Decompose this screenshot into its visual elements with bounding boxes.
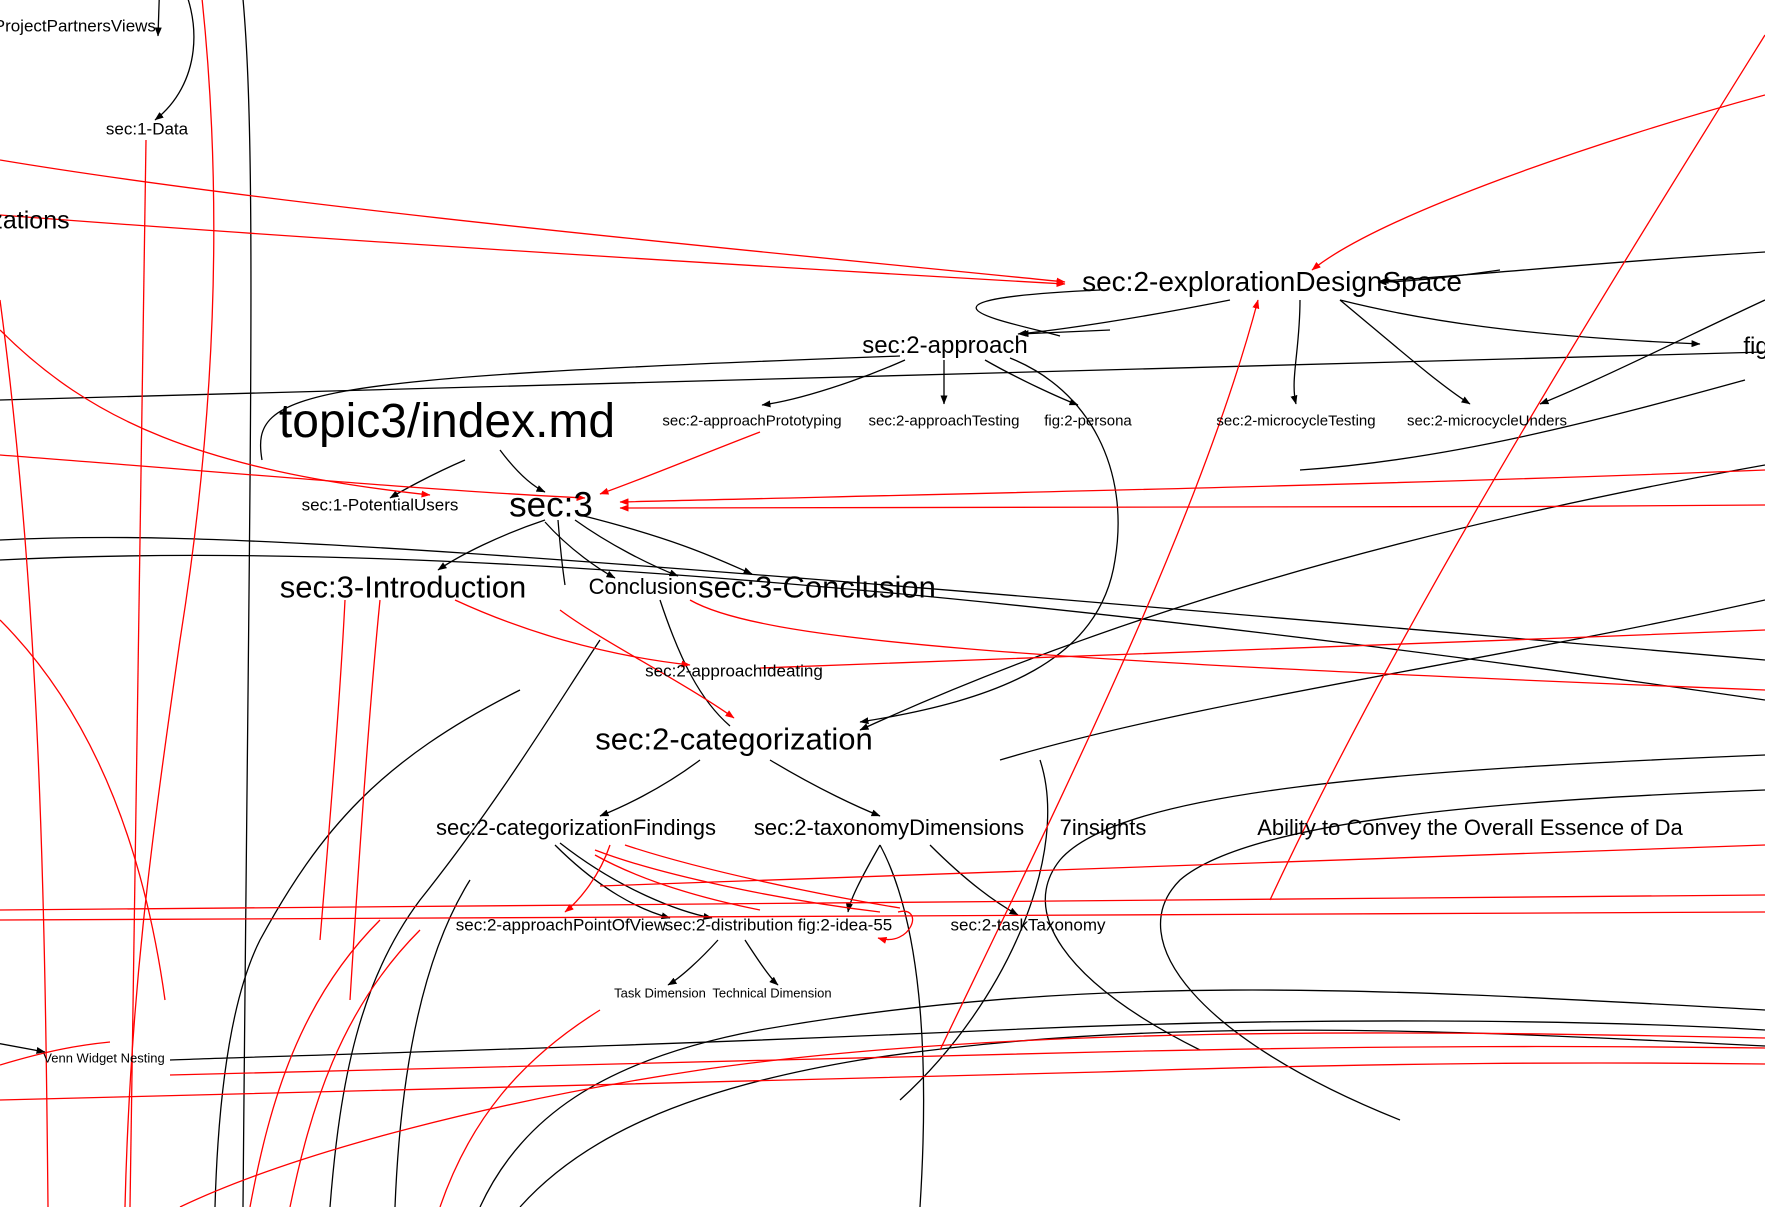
graph-node-projectPartnersViews[interactable]: -ProjectPartnersViews	[0, 16, 156, 36]
graph-node-taskTaxonomy[interactable]: sec:2-taskTaxonomy	[950, 915, 1106, 935]
graph-node-topic3-index-md[interactable]: topic3/index.md	[278, 395, 616, 448]
graph-node-microcycleUnderstanding[interactable]: sec:2-microcycleUnders	[1406, 412, 1568, 430]
graph-node-technicalDimension[interactable]: Technical Dimension	[712, 985, 832, 1001]
graph-node-taskDimension[interactable]: Task Dimension	[614, 985, 706, 1001]
graph-node-approachTesting[interactable]: sec:2-approachTesting	[868, 412, 1020, 430]
graph-node-explorationDesignSpace[interactable]: sec:2-explorationDesignSpace	[1082, 266, 1462, 297]
graph-node-microcycleTesting[interactable]: sec:2-microcycleTesting	[1216, 412, 1376, 430]
graph-node-conclusion[interactable]: Conclusion	[588, 574, 698, 599]
graph-node-categorization[interactable]: sec:2-categorization	[595, 721, 873, 757]
graph-node-sec1PotentialUsers[interactable]: sec:1-PotentialUsers	[301, 495, 459, 515]
graph-node-fig-right-clipped[interactable]: fig	[1743, 333, 1765, 360]
graph-node-sec3[interactable]: sec:3	[509, 485, 593, 525]
graph-node-abilityToConvey[interactable]: Ability to Convey the Overall Essence of…	[1257, 815, 1683, 840]
graph-node-approachPointOfView[interactable]: sec:2-approachPointOfView	[455, 915, 667, 935]
graph-node-taxonomyDimensions[interactable]: sec:2-taxonomyDimensions	[753, 815, 1025, 840]
graph-node-approachIdeating[interactable]: sec:2-approachIdeating	[645, 661, 823, 681]
graph-node-distribution[interactable]: sec:2-distribution	[664, 915, 794, 935]
graph-node-categorizationFindings[interactable]: sec:2-categorizationFindings	[435, 815, 717, 840]
graph-node-sec3Introduction[interactable]: sec:3-Introduction	[279, 569, 527, 605]
graph-node-fig2persona[interactable]: fig:2-persona	[1044, 412, 1132, 430]
graph-node-sec3Conclusion[interactable]: sec:3-Conclusion	[698, 569, 936, 605]
graph-node-vennWidgetNesting[interactable]: Venn Widget Nesting	[43, 1050, 165, 1066]
graph-node-7insights[interactable]: 7insights	[1059, 815, 1147, 840]
graph-node-approachPrototyping[interactable]: sec:2-approachPrototyping	[662, 412, 842, 430]
graph-node-sec1Data[interactable]: sec:1-Data	[105, 119, 189, 139]
graph-node-sec2approach[interactable]: sec:2-approach	[862, 332, 1028, 359]
graph-node-fig2idea55[interactable]: fig:2-idea-55	[797, 915, 893, 935]
